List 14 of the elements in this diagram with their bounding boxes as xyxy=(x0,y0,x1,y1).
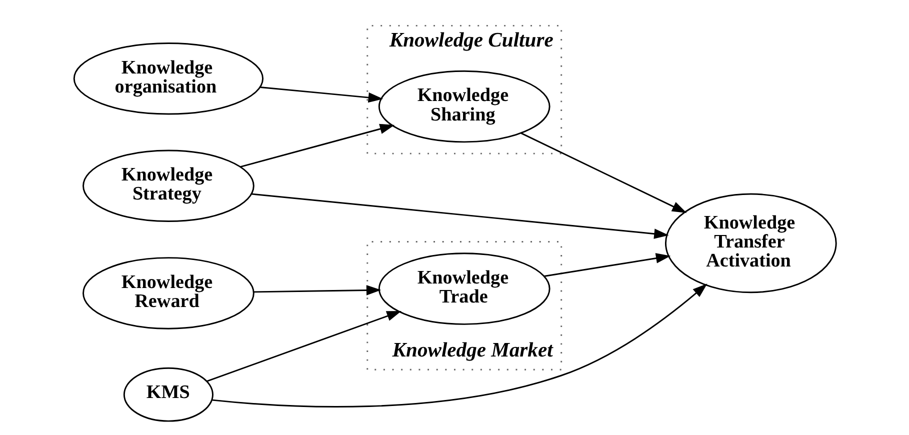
arrow xyxy=(253,285,381,296)
arrow xyxy=(212,284,707,408)
arrow xyxy=(520,132,686,214)
node-ellipse: Knowledge Trade xyxy=(378,252,550,325)
arrow xyxy=(206,310,401,382)
arrow xyxy=(251,193,668,239)
node-ellipse: Knowledge Transfer Activation xyxy=(664,193,836,294)
arrow xyxy=(240,124,394,168)
arrow xyxy=(260,86,383,103)
arrow xyxy=(543,253,670,277)
node-ellipse: Knowledge Reward xyxy=(82,257,254,330)
node-ellipse: Knowledge Strategy xyxy=(82,150,254,222)
node-ellipse: KMS xyxy=(122,367,213,422)
node-ellipse: Knowledge organisation xyxy=(72,42,264,115)
